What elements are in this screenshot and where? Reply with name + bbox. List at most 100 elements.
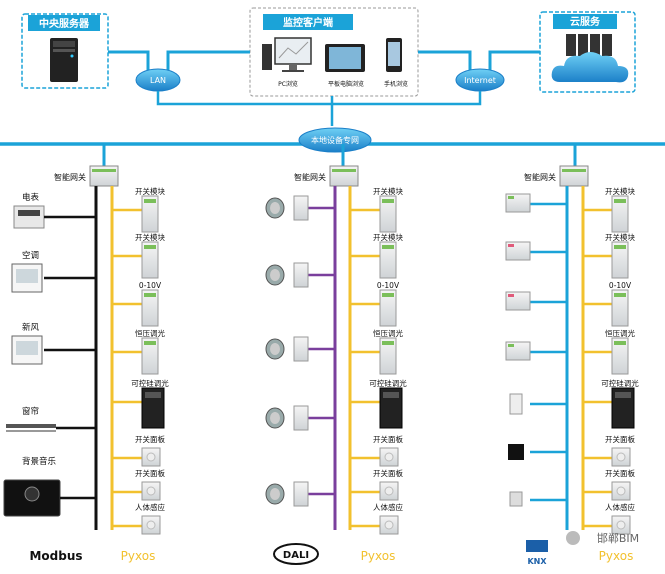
cloud-icon (551, 34, 629, 83)
phone-label: 手机浏览 (384, 80, 408, 88)
col3-module-4 (611, 337, 629, 375)
col2-module-label-1: 开关模块 (373, 186, 403, 196)
col1-module-6 (141, 447, 161, 467)
knx-logo: KNX (526, 540, 548, 566)
gateway-2 (329, 165, 359, 187)
knx-device-1 (505, 193, 531, 213)
dali-devices (265, 195, 335, 507)
col3-module-label-4: 恒压调光 (605, 328, 635, 338)
col1-module-8 (141, 515, 161, 535)
dali-device-5 (265, 481, 309, 507)
col2-module-8 (379, 515, 399, 535)
gateway-3-label: 智能网关 (524, 172, 556, 182)
central-server-title: 中央服务器 (39, 17, 90, 30)
left-device-label-4: 窗帘 (22, 406, 39, 417)
col2-module-5 (379, 387, 403, 429)
col3-module-1 (611, 195, 629, 233)
col3-module-label-3: 0-10V (609, 281, 632, 290)
col1-module-label-6: 开关面板 (135, 434, 165, 444)
knx-device-4 (505, 341, 531, 361)
col3-module-label-1: 开关模块 (605, 186, 635, 196)
dali-device-2 (265, 262, 309, 288)
internet-label: Internet (464, 76, 496, 85)
col2-module-4 (379, 337, 397, 375)
col1-module-2 (141, 241, 159, 279)
col2-module-label-8: 人体感应 (373, 502, 403, 512)
local-network-node (298, 127, 372, 153)
col2-module-6 (379, 447, 399, 467)
central-server-box: 中央服务器 (21, 13, 109, 89)
col3-module-6 (611, 447, 631, 467)
col2-module-label-4: 恒压调光 (373, 328, 403, 338)
cloud-service-title: 云服务 (570, 15, 601, 28)
gateway-2-label: 智能网关 (294, 172, 326, 182)
modbus-label: Modbus (29, 549, 82, 563)
left-device-5 (3, 479, 61, 517)
col3-module-2 (611, 241, 629, 279)
server-icon (50, 38, 78, 82)
col1-module-5 (141, 387, 165, 429)
phone-icon (386, 38, 402, 72)
pyxos-label-3: Pyxos (599, 549, 634, 563)
gateway-1-label: 智能网关 (54, 172, 86, 182)
cloud-service-box: 云服务 (539, 11, 636, 93)
col3-module-label-8: 人体感应 (605, 502, 635, 512)
col2-module-label-5: 可控硅调光 (369, 378, 407, 388)
gateway-3 (559, 165, 589, 187)
col1-module-4 (141, 337, 159, 375)
pc-icon (262, 37, 312, 72)
col2-module-label-2: 开关模块 (373, 232, 403, 242)
col1-module-label-4: 恒压调光 (135, 328, 165, 338)
col3-module-7 (611, 481, 631, 501)
col3-module-3 (611, 289, 629, 327)
dali-device-1 (265, 195, 309, 221)
knx-device-2 (505, 241, 531, 261)
col3-module-8 (611, 515, 631, 535)
knx-devices (505, 193, 567, 507)
watermark: 邯郸BIM (566, 531, 639, 545)
watermark-text: 邯郸BIM (597, 531, 639, 545)
col2-module-7 (379, 481, 399, 501)
col2-module-label-3: 0-10V (377, 281, 400, 290)
knx-device-3 (505, 291, 531, 311)
col1-module-1 (141, 195, 159, 233)
tablet-label: 平板电脑浏览 (328, 80, 364, 88)
gateway-1 (89, 165, 119, 187)
left-device-3 (11, 335, 43, 365)
col2-module-2 (379, 241, 397, 279)
col1-module-3 (141, 289, 159, 327)
dali-label: DALI (283, 550, 309, 561)
col2-module-1 (379, 195, 397, 233)
tablet-icon (325, 44, 365, 72)
pc-label: PC浏览 (278, 80, 298, 88)
left-device-1 (13, 205, 45, 229)
dali-device-3 (265, 336, 309, 362)
knx-device-7 (509, 491, 523, 507)
left-device-label-5: 背景音乐 (22, 456, 57, 467)
col2-module-3 (379, 289, 397, 327)
left-device-4 (6, 424, 56, 432)
col1-module-7 (141, 481, 161, 501)
left-device-label-2: 空调 (22, 250, 39, 261)
local-network-label: 本地设备专网 (311, 135, 359, 145)
col3-module-label-5: 可控硅调光 (601, 378, 639, 388)
col1-module-label-2: 开关模块 (135, 232, 165, 242)
dali-device-4 (265, 405, 309, 431)
left-device-label-3: 新风 (22, 322, 40, 333)
pyxos-label-1: Pyxos (121, 549, 156, 563)
col2-module-label-7: 开关面板 (373, 468, 403, 478)
col3-module-5 (611, 387, 635, 429)
col1-module-label-3: 0-10V (139, 281, 162, 290)
knx-device-6 (508, 444, 524, 460)
dali-logo: DALI (273, 543, 319, 565)
col3-module-label-7: 开关面板 (605, 468, 635, 478)
col3-module-label-6: 开关面板 (605, 434, 635, 444)
col1-module-label-7: 开关面板 (135, 468, 165, 478)
col2-module-label-6: 开关面板 (373, 434, 403, 444)
pyxos-label-2: Pyxos (361, 549, 396, 563)
